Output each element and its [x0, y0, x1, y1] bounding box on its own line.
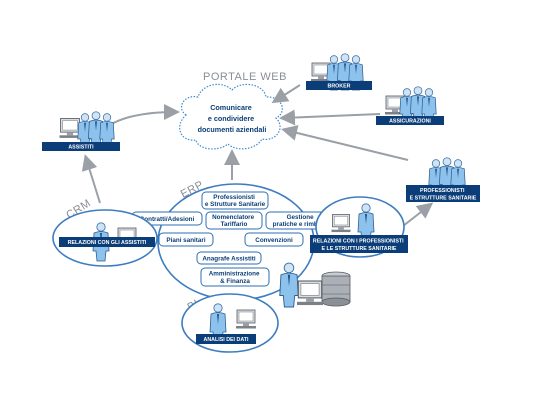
- assistiti-computer-icon: [58, 117, 82, 139]
- svg-text:RELAZIONI CON GLI ASSISTITI: RELAZIONI CON GLI ASSISTITI: [68, 240, 147, 246]
- portal-label: PORTALE WEB: [203, 71, 287, 83]
- erp-module-piani: Piani sanitari: [158, 232, 214, 247]
- erp-module-contratti: Contratti/Adesioni: [131, 211, 203, 226]
- svg-text:Comunicare e condividere: Comunicare e condividere documenti azien…: [198, 103, 267, 134]
- portal-cloud: [179, 83, 283, 150]
- svg-text:Nomenclatore Tariffario: Nomenclatore Tariffario: [212, 214, 256, 228]
- erp-module-nomenclatore: Nomenclatore Tariffario: [205, 211, 263, 230]
- erp-module-convenzioni: Convenzioni: [244, 232, 304, 247]
- bi-banner: ANALISI DEI DATI: [196, 334, 256, 344]
- svg-text:Anagrafe Assistiti: Anagrafe Assistiti: [202, 256, 256, 263]
- svg-text:ASSICURAZIONI: ASSICURAZIONI: [389, 119, 431, 125]
- cloud-line-1: Comunicare: [210, 103, 252, 112]
- assicurazioni-banner: ASSICURAZIONI: [376, 116, 444, 125]
- svg-text:Piani sanitari: Piani sanitari: [166, 237, 205, 244]
- svg-text:PROFESSIONISTI E STRUTTU: PROFESSIONISTI E STRUTTURE SANITARIE: [410, 188, 477, 202]
- broker-banner: BROKER: [306, 81, 372, 90]
- svg-text:Gestione pratiche e rimb: Gestione pratiche e rimborsi: [273, 214, 330, 228]
- svg-text:Amministrazione & Finanz: Amministrazione & Finanza: [209, 271, 262, 286]
- svg-text:Convenzioni: Convenzioni: [255, 237, 293, 244]
- erp-module-anagrafe: Anagrafe Assistiti: [196, 251, 262, 265]
- svg-text:ASSISTITI: ASSISTITI: [68, 145, 94, 151]
- professionisti-banner: PROFESSIONISTI E STRUTTURE SANITARIE: [406, 185, 480, 202]
- cloud-line-2: e condividere: [208, 114, 254, 123]
- server-stack-icon: [321, 271, 351, 307]
- erp-module-professionisti: Professionisti e Strutture Sanitarie: [201, 191, 269, 210]
- svg-text:Contratti/Adesioni: Contratti/Adesioni: [140, 216, 195, 223]
- erp-module-amministrazione: Amministrazione & Finanza: [200, 267, 270, 287]
- connector-arrows: [81, 84, 434, 241]
- crm-banner: RELAZIONI CON GLI ASSISTITI: [59, 237, 155, 247]
- scm-banner: RELAZIONI CON I PROFESSIONISTI E LE STRU…: [310, 235, 408, 253]
- svg-text:RELAZIONI CON I PROFESSIONISTI: RELAZIONI CON I PROFESSIONISTI E LE STRU…: [313, 239, 405, 253]
- cloud-line-3: documenti aziendali: [198, 125, 267, 134]
- svg-text:Professionisti e Struttu: Professionisti e Strutture Sanitarie: [205, 194, 266, 208]
- svg-text:ANALISI DEI DATI: ANALISI DEI DATI: [204, 337, 249, 343]
- erp-computer-icon: [296, 280, 324, 306]
- svg-text:BROKER: BROKER: [328, 84, 351, 90]
- assistiti-banner: ASSISTITI: [42, 142, 120, 151]
